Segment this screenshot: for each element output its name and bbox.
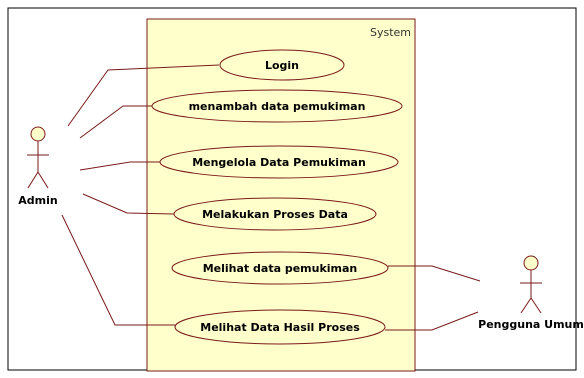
use-case-label: Melihat Data Hasil Proses — [200, 321, 360, 334]
actor-pengguna-umum[interactable]: Pengguna Umum — [478, 255, 584, 331]
association-pengguna-hasil — [385, 311, 479, 331]
use-case-label: Mengelola Data Pemukiman — [192, 156, 366, 169]
actor-admin[interactable]: Admin — [18, 126, 58, 207]
use-case-ellipse — [219, 49, 345, 81]
association-admin-menambah — [79, 105, 152, 139]
use-case-ellipse — [151, 89, 403, 123]
use-case-label: Login — [265, 59, 299, 72]
actor-label: Pengguna Umum — [478, 318, 584, 331]
use-case-label: Melihat data pemukiman — [203, 262, 358, 275]
use-case-label: menambah data pemukiman — [189, 100, 366, 113]
use-case-melihat-data-pemukiman[interactable]: Melihat data pemukiman — [171, 251, 389, 285]
stick-figure-icon — [27, 126, 49, 189]
system-label: System — [370, 26, 411, 39]
use-case-ellipse — [171, 251, 389, 285]
association-lines — [61, 64, 481, 331]
association-admin-hasil — [61, 214, 175, 326]
use-case-login[interactable]: Login — [219, 49, 345, 81]
use-case-ellipse — [159, 145, 399, 179]
use-case-ellipse — [174, 309, 386, 345]
association-admin-proses — [82, 193, 175, 215]
stick-figure-icon — [520, 255, 542, 314]
use-case-mengelola-data-pemukiman[interactable]: Mengelola Data Pemukiman — [159, 145, 399, 179]
actor-label: Admin — [18, 194, 57, 207]
association-pengguna-melihat — [388, 265, 481, 282]
use-case-ellipse — [173, 197, 377, 231]
use-case-melihat-data-hasil-proses[interactable]: Melihat Data Hasil Proses — [174, 309, 386, 345]
association-admin-mengelola — [79, 161, 160, 171]
association-admin-login — [67, 64, 220, 127]
use-case-melakukan-proses-data[interactable]: Melakukan Proses Data — [173, 197, 377, 231]
use-case-label: Melakukan Proses Data — [202, 208, 348, 221]
use-case-menambah-data-pemukiman[interactable]: menambah data pemukiman — [151, 89, 403, 123]
